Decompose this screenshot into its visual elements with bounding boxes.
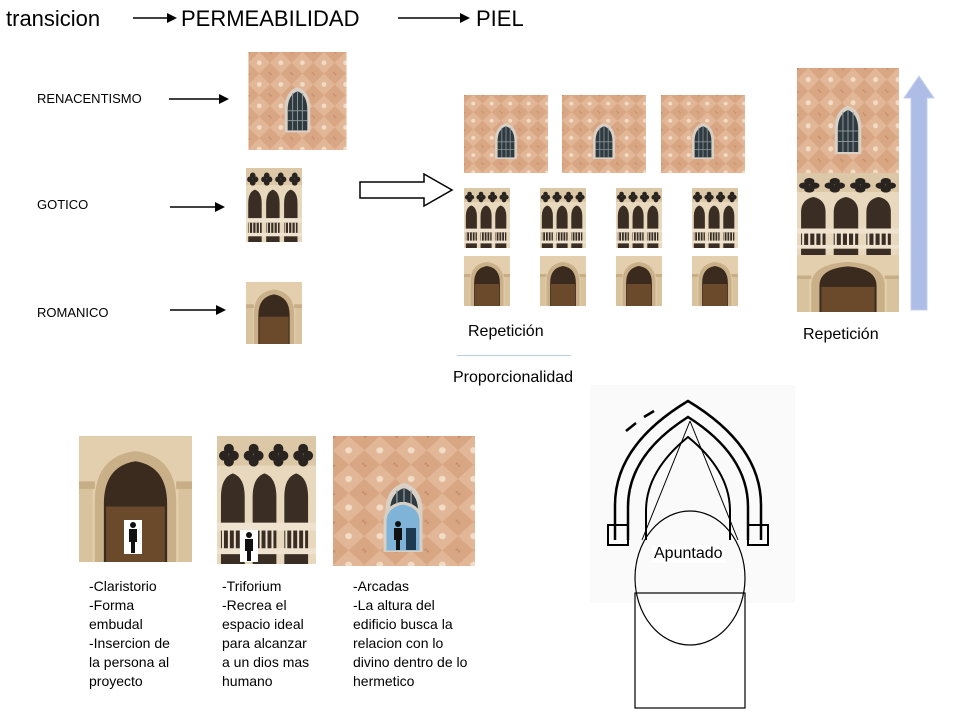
stacked-gotico-image <box>797 173 899 255</box>
arrow-right-icon <box>133 13 177 23</box>
description-arcadas: -Arcadas -La altura del edificio busca l… <box>353 578 468 689</box>
caption-repeticion-2: Repetición <box>803 326 879 343</box>
label-gotico: GOTICO <box>37 197 89 212</box>
romanico-arch-image <box>246 282 302 344</box>
header-permeabilidad: PERMEABILIDAD <box>181 6 360 31</box>
arrow-right-icon <box>169 94 229 104</box>
caption-apuntado: Apuntado <box>652 545 725 563</box>
arrow-right-icon <box>170 305 226 315</box>
stacked-renacentismo-image <box>797 68 899 173</box>
arcadas-window-figure <box>383 502 423 552</box>
caption-proporcionalidad: Proporcionalidad <box>453 369 574 386</box>
gotico-arcade-image <box>246 168 302 242</box>
person-silhouette-icon <box>124 520 142 554</box>
repeated-window-2 <box>562 95 646 173</box>
repeated-window-3 <box>661 95 745 173</box>
repeated-gotico-1 <box>464 188 510 248</box>
description-triforium: -Triforium -Recrea el espacio ideal para… <box>222 578 310 689</box>
up-arrow-icon <box>903 75 935 311</box>
repeated-gotico-4 <box>692 188 738 248</box>
label-romanico: ROMANICO <box>37 305 109 320</box>
caption-repeticion-1: Repetición <box>468 323 544 340</box>
stacked-romanico-image <box>797 255 899 312</box>
repeated-romanico-2 <box>540 256 586 306</box>
header-transicion: transicion <box>6 6 101 31</box>
repeated-gotico-2 <box>540 188 586 248</box>
repeated-romanico-3 <box>616 256 662 306</box>
arrow-right-icon <box>398 13 470 23</box>
divider-line <box>457 355 571 356</box>
pointed-arch-diagram <box>590 385 795 709</box>
description-claristorio: -Claristorio -Forma embudal -Insercion d… <box>89 578 170 689</box>
renacentismo-window-image <box>246 52 349 150</box>
header-piel: PIEL <box>476 6 524 31</box>
repeated-window-1 <box>464 95 548 173</box>
person-silhouette-icon <box>240 530 258 562</box>
repeated-gotico-3 <box>616 188 662 248</box>
repeated-romanico-4 <box>692 256 738 306</box>
triforium-image <box>217 436 316 564</box>
arrow-right-icon <box>170 202 225 212</box>
hollow-arrow-icon <box>359 172 454 208</box>
repeated-romanico-1 <box>464 256 510 306</box>
label-renacentismo: RENACENTISMO <box>37 91 142 106</box>
